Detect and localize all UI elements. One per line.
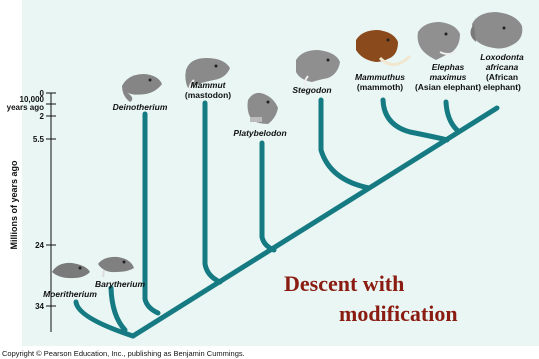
label-platybelodon: Platybelodon	[233, 128, 286, 138]
caption-line-1: Descent with	[284, 271, 404, 296]
label-loxodonta-common-1: (African	[486, 72, 518, 82]
axis-tick-label: 24	[35, 241, 44, 250]
label-barytherium: Barytherium	[95, 279, 146, 289]
axis-tick-label: 34	[35, 302, 44, 311]
label-stegodon: Stegodon	[292, 85, 331, 95]
axis-tick-label: 5.5	[33, 135, 45, 144]
label-moeritherium: Moeritherium	[43, 289, 97, 299]
panel-background	[22, 0, 539, 346]
label-mammut-common: (mastodon)	[185, 90, 231, 100]
label-mammut: Mammut	[191, 80, 227, 90]
caption-line-2: modification	[339, 301, 458, 326]
label-loxodonta: Loxodonta	[480, 52, 524, 62]
label-elephas: Elephas	[432, 62, 465, 72]
axis-title: Millions of years ago	[9, 160, 19, 250]
label-deinotherium: Deinotherium	[113, 102, 168, 112]
label-mammuthus-common: (mammoth)	[357, 82, 403, 92]
label-elephas-species: maximus	[430, 72, 467, 82]
copyright-notice: Copyright © Pearson Education, Inc., pub…	[2, 349, 245, 358]
label-mammuthus: Mammuthus	[355, 72, 405, 82]
label-elephas-common: (Asian elephant)	[415, 82, 481, 92]
label-loxodonta-common-2: elephant)	[483, 82, 521, 92]
label-loxodonta-species: africana	[486, 62, 519, 72]
axis-tick-label: years ago	[7, 103, 44, 112]
axis-tick-label: 2	[40, 112, 45, 121]
